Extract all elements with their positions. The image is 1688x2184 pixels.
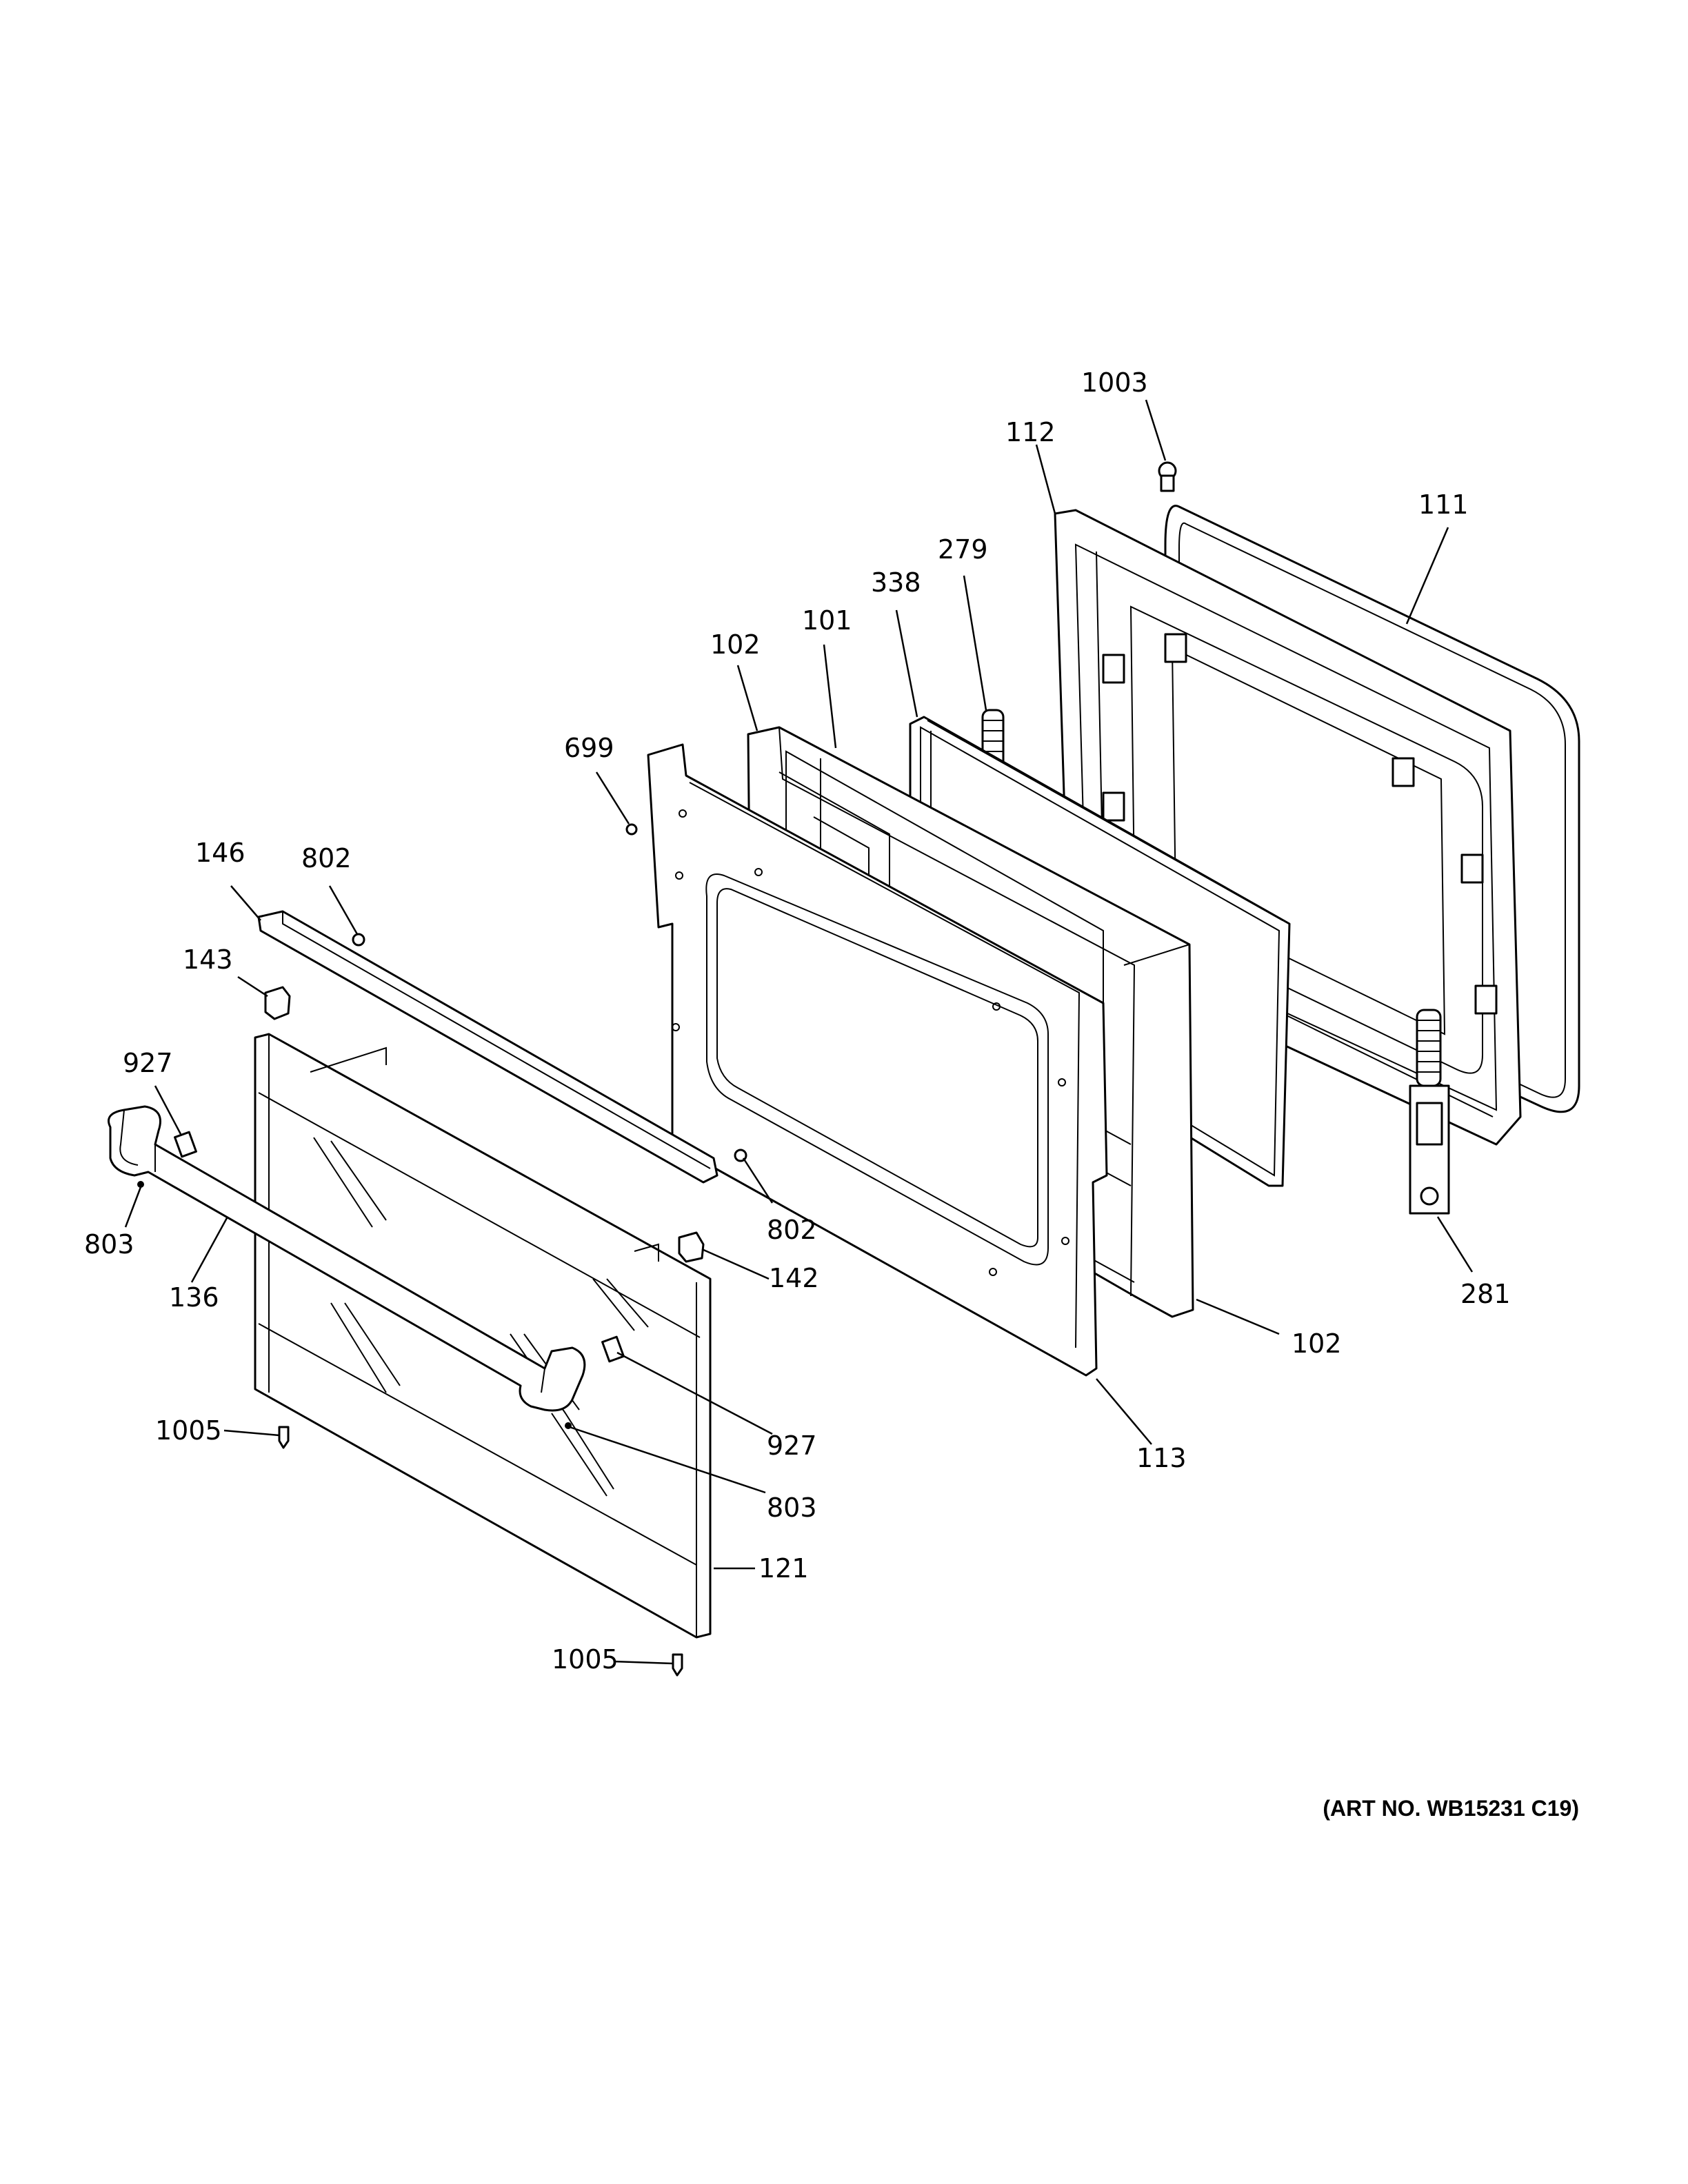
callout-121: 121	[758, 1553, 809, 1584]
part-281-hinge	[1409, 1009, 1450, 1215]
callout-281: 281	[1460, 1279, 1511, 1309]
part-142-bracket	[678, 1231, 705, 1263]
callout-803-left: 803	[84, 1229, 134, 1260]
screw-802-top	[352, 933, 365, 947]
callout-112: 112	[1005, 417, 1056, 447]
screw-1005-bottom	[672, 1653, 683, 1677]
callout-802-mid: 802	[767, 1215, 817, 1245]
callout-927-left: 927	[123, 1048, 173, 1078]
callout-338: 338	[871, 567, 921, 598]
callout-102-bottom: 102	[1292, 1328, 1342, 1359]
callout-101: 101	[802, 605, 852, 636]
part-143-bracket	[264, 986, 291, 1020]
callout-279: 279	[938, 534, 988, 565]
dot-803-left	[137, 1181, 144, 1188]
screw-1003	[1158, 461, 1177, 492]
callout-699: 699	[564, 733, 614, 763]
callout-802-top: 802	[301, 843, 352, 873]
leader-lines	[124, 399, 1474, 1665]
callout-111: 111	[1418, 489, 1469, 520]
callout-927-right: 927	[767, 1430, 817, 1461]
callout-labels: 1003 112 111 279 338 101 102 699 146 802…	[84, 367, 1511, 1675]
part-136-door-handle	[108, 1105, 586, 1412]
callout-102-top: 102	[710, 629, 761, 660]
part-113-door-frame	[647, 743, 1108, 1377]
callout-142: 142	[769, 1263, 819, 1293]
pin-927-right	[601, 1335, 625, 1363]
callout-1003: 1003	[1081, 367, 1148, 398]
callout-146: 146	[195, 838, 245, 868]
screw-699	[625, 823, 638, 836]
callout-1005-left: 1005	[155, 1415, 222, 1446]
callout-803-right: 803	[767, 1493, 817, 1523]
callout-136: 136	[169, 1282, 219, 1313]
pin-927-left	[174, 1131, 197, 1158]
screw-1005-left	[278, 1426, 290, 1449]
callout-113: 113	[1136, 1443, 1187, 1473]
callout-143: 143	[183, 944, 233, 975]
part-146-top-trim	[257, 910, 719, 1184]
art-number: (ART NO. WB15231 C19)	[1323, 1796, 1579, 1821]
callout-1005-bottom: 1005	[552, 1644, 619, 1675]
